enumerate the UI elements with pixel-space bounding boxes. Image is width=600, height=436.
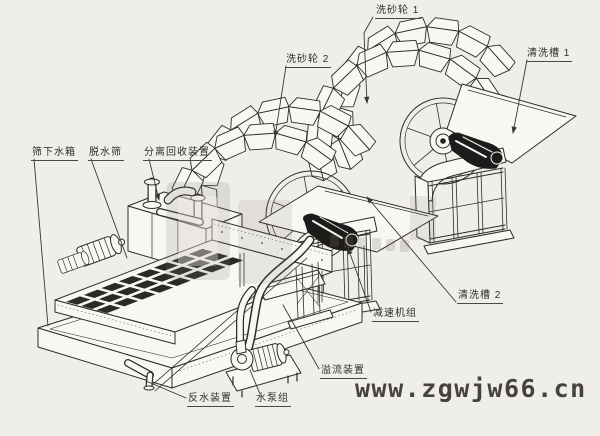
logo-watermark [166, 182, 436, 284]
leader-separation-recovery [148, 158, 161, 201]
label-reducer-unit: 减速机组 [372, 308, 419, 322]
dewatering-screen [54, 218, 333, 345]
vibration-motor [57, 234, 126, 274]
reducer-motor-2 [303, 213, 359, 251]
leader-cleaning-tank-1 [511, 59, 528, 134]
label-overflow-device: 溢流装置 [320, 365, 367, 379]
overflow-device [257, 245, 366, 330]
reducer-motor-1 [448, 132, 504, 169]
label-separation-recovery: 分离回收装置 [143, 147, 212, 161]
watermark-url: www.zgwjw66.cn [355, 374, 587, 403]
wash-wheel-machine-1 [305, 16, 577, 255]
label-backwash-device: 反水装置 [187, 393, 234, 407]
label-water-pump-unit: 水泵组 [255, 393, 291, 407]
label-wash-wheel-1: 洗砂轮 1 [375, 5, 422, 19]
leader-cleaning-tank-2 [366, 196, 457, 303]
leader-water-pump-unit [249, 369, 261, 395]
water-pump-unit [225, 235, 315, 398]
label-wash-wheel-2: 洗砂轮 2 [285, 54, 332, 68]
leader-overflow-device [282, 304, 320, 370]
leader-under-screen-water-tank [33, 158, 49, 327]
leader-backwash-device [145, 380, 187, 399]
leader-reducer-unit [347, 247, 372, 313]
leader-wash-wheel-1 [363, 16, 374, 104]
leader-lines [33, 16, 528, 399]
label-cleaning-tank-2: 清洗槽 2 [457, 290, 504, 304]
screen-mesh [66, 248, 244, 314]
leader-dewatering-screen [90, 158, 128, 259]
label-cleaning-tank-1: 清洗槽 1 [526, 48, 573, 62]
leader-wash-wheel-2 [273, 65, 287, 138]
label-under-screen-water-tank: 筛下水箱 [31, 147, 78, 161]
label-dewatering-screen: 脱水筛 [88, 147, 124, 161]
backwash-device [124, 359, 155, 391]
cleaning-tank-2-panel [258, 185, 439, 253]
